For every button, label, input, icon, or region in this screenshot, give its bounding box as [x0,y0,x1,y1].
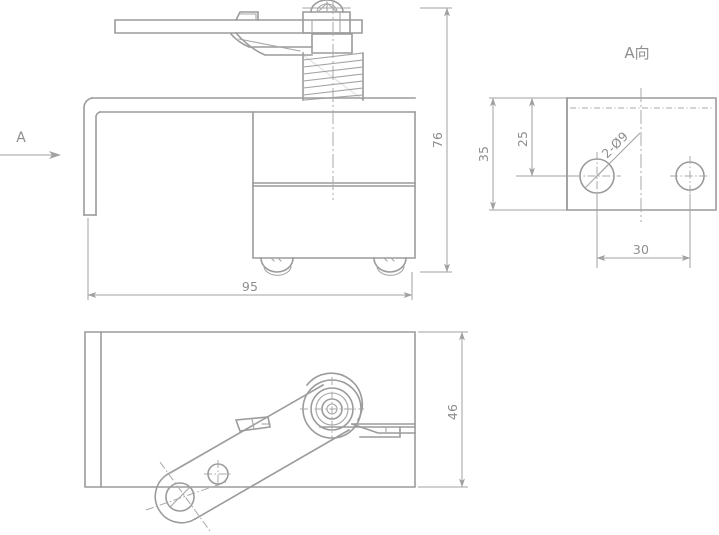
bottom-lever-arm [145,383,351,532]
dim-text-30: 30 [633,242,649,257]
front-view-dimensions: 76 95 [87,7,452,300]
bottom-arm-end-hole [165,482,195,512]
bottom-arm-tab [234,416,271,432]
side-hole-right [670,156,710,196]
dim-text-76: 76 [430,132,445,148]
arrow-a-label: A [16,130,26,146]
leader-line-hole-callout [596,140,633,177]
dim-text-hole-callout: 2-Ø9 [599,129,632,162]
lever-tab [234,11,259,22]
view-arrow-a: A [0,130,61,159]
bottom-plunger-plate [350,422,416,438]
roller-assembly [300,377,364,441]
front-view-geometry [83,0,416,276]
dim-text-46: 46 [445,404,460,420]
housing-feet [260,257,407,276]
dim-text-25: 25 [515,131,530,147]
side-view-geometry [566,88,717,222]
side-view-dimensions: 35 25 30 2-Ø9 [476,97,691,268]
switch-housing [83,97,416,259]
roller-sweep-arc [305,372,364,422]
lever-strut [229,31,313,56]
bottom-view-dimensions: 46 [418,331,468,488]
leader-tail-hole-callout [631,132,641,142]
lever-bar [114,19,363,34]
side-view-title: A向 [624,44,649,62]
bottom-view-geometry [84,331,416,532]
pivot-hub [302,0,353,54]
dim-text-35: 35 [476,146,491,162]
bottom-arm-mid-hole [204,460,232,488]
dim-text-95: 95 [242,279,258,294]
